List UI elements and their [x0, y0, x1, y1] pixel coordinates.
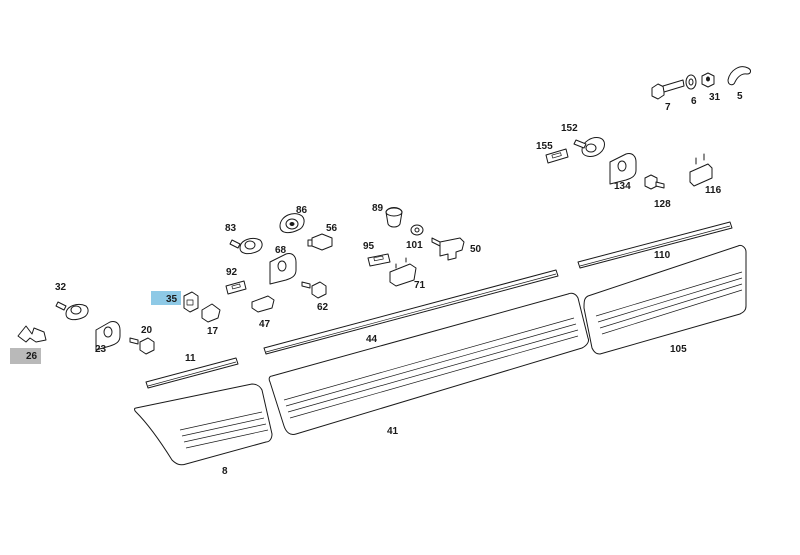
part-50-clip-drawing[interactable]: [431, 237, 465, 261]
part-label-92[interactable]: 92: [226, 267, 238, 278]
part-71-clip-drawing[interactable]: [389, 257, 417, 287]
part-label-7[interactable]: 7: [665, 102, 671, 113]
label-35-highlight: [151, 291, 181, 305]
part-152-grommet-drawing[interactable]: [573, 137, 605, 157]
part-label-134[interactable]: 134: [614, 181, 631, 192]
part-label-56[interactable]: 56: [326, 223, 338, 234]
part-label-128[interactable]: 128: [654, 199, 671, 210]
part-86-grommet-drawing[interactable]: [279, 213, 305, 234]
part-105-molding-drawing[interactable]: [583, 245, 747, 355]
part-68-bracket-drawing[interactable]: [269, 253, 297, 285]
part-label-62[interactable]: 62: [317, 302, 329, 313]
part-6-washer-drawing[interactable]: [685, 74, 697, 90]
part-20-screw-drawing[interactable]: [129, 337, 155, 355]
part-label-35[interactable]: 35: [166, 294, 178, 305]
part-label-116[interactable]: 116: [705, 185, 722, 196]
part-116-clip-drawing[interactable]: [689, 153, 713, 187]
part-label-105[interactable]: 105: [670, 344, 687, 355]
part-11-strip-drawing[interactable]: [145, 357, 239, 389]
part-101-washer-drawing[interactable]: [410, 224, 424, 236]
part-label-20[interactable]: 20: [141, 325, 153, 336]
part-128-screw-drawing[interactable]: [644, 174, 665, 190]
part-56-plug-drawing[interactable]: [307, 233, 333, 251]
part-label-8[interactable]: 8: [222, 466, 228, 477]
part-44-strip-drawing[interactable]: [263, 269, 559, 355]
part-31-nut-drawing[interactable]: [701, 72, 715, 88]
part-155-plate-drawing[interactable]: [545, 148, 569, 164]
part-83-grommet-drawing[interactable]: [229, 237, 263, 255]
part-label-95[interactable]: 95: [363, 241, 375, 252]
part-32-grommet-drawing[interactable]: [55, 301, 89, 321]
part-62-screw-drawing[interactable]: [301, 281, 327, 299]
part-label-17[interactable]: 17: [207, 326, 219, 337]
part-label-41[interactable]: 41: [387, 426, 399, 437]
part-label-50[interactable]: 50: [470, 244, 482, 255]
part-label-23[interactable]: 23: [95, 344, 107, 355]
part-92-plate-drawing[interactable]: [225, 280, 247, 295]
part-26-clip-drawing[interactable]: [17, 325, 47, 343]
part-89-spacer-drawing[interactable]: [385, 207, 403, 228]
part-110-strip-drawing[interactable]: [577, 221, 733, 269]
part-7-bolt-drawing[interactable]: [651, 79, 685, 100]
part-label-110[interactable]: 110: [654, 250, 671, 261]
part-label-11[interactable]: 11: [185, 353, 196, 364]
part-label-5[interactable]: 5: [737, 91, 743, 102]
part-label-71[interactable]: 71: [414, 280, 426, 291]
part-label-152[interactable]: 152: [561, 123, 578, 134]
part-134-bracket-drawing[interactable]: [609, 153, 637, 185]
part-8-molding-drawing[interactable]: [134, 383, 273, 466]
part-label-155[interactable]: 155: [536, 141, 553, 152]
part-label-6[interactable]: 6: [691, 96, 697, 107]
part-35-retainer-drawing[interactable]: [183, 291, 199, 313]
part-label-101[interactable]: 101: [406, 240, 423, 251]
part-label-31[interactable]: 31: [709, 92, 721, 103]
part-47-clip-drawing[interactable]: [251, 295, 275, 313]
part-label-86[interactable]: 86: [296, 205, 308, 216]
part-label-89[interactable]: 89: [372, 203, 384, 214]
part-5-clip-drawing[interactable]: [727, 66, 751, 86]
part-label-44[interactable]: 44: [366, 334, 378, 345]
part-41-molding-drawing[interactable]: [268, 292, 589, 435]
part-label-32[interactable]: 32: [55, 282, 67, 293]
part-label-68[interactable]: 68: [275, 245, 287, 256]
part-23-bracket-drawing[interactable]: [95, 321, 121, 351]
part-17-clip-drawing[interactable]: [201, 303, 221, 323]
part-label-47[interactable]: 47: [259, 319, 271, 330]
label-26-highlight: [10, 348, 41, 364]
part-95-plate-drawing[interactable]: [367, 253, 391, 267]
part-label-26[interactable]: 26: [26, 351, 38, 362]
part-label-83[interactable]: 83: [225, 223, 237, 234]
